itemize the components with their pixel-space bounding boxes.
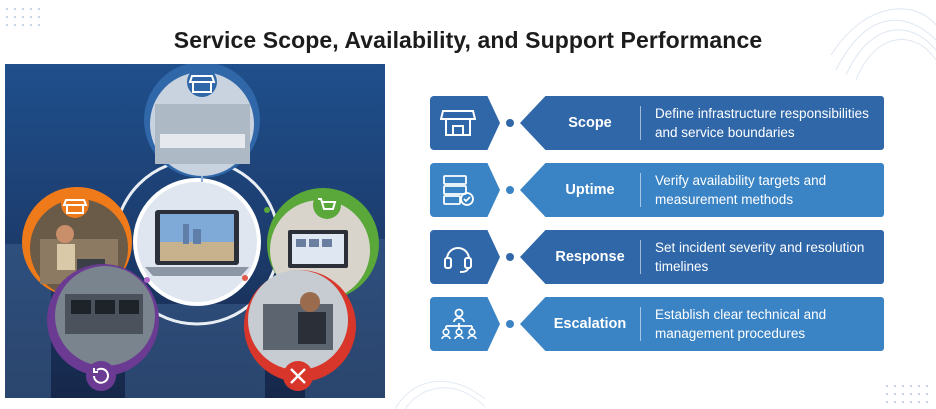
- scope-card: Scope Define infrastructure responsibili…: [520, 96, 884, 150]
- decorative-dots-top-left: [6, 8, 40, 26]
- response-label: Response: [555, 249, 625, 265]
- connector-dot: [506, 186, 514, 194]
- response-icon-tab: [430, 230, 500, 284]
- service-illustration: [5, 64, 385, 398]
- uptime-label: Uptime: [565, 182, 615, 198]
- list-item-response: Response Set incident severity and resol…: [430, 230, 884, 284]
- list-item-scope: Scope Define infrastructure responsibili…: [430, 96, 884, 150]
- server-check-icon: [443, 175, 474, 206]
- decorative-dots-bottom-right: [886, 385, 928, 403]
- segment-bottom-right-repair: [244, 270, 356, 391]
- response-card: Response Set incident severity and resol…: [520, 230, 884, 284]
- shopping-cart-icon: [318, 198, 337, 210]
- escalation-description: Establish clear technical and management…: [655, 307, 827, 341]
- org-chart-icon: [441, 308, 477, 340]
- connector-dot: [506, 253, 514, 261]
- list-item-escalation: Escalation Establish clear technical and…: [430, 297, 884, 351]
- segment-top-store: [144, 64, 260, 178]
- refresh-icon: [93, 367, 109, 384]
- storefront-icon: [62, 199, 88, 214]
- uptime-description: Verify availability targets and measurem…: [655, 173, 827, 207]
- connector-dot: [506, 119, 514, 127]
- escalation-icon-tab: [430, 297, 500, 351]
- card-divider: [640, 106, 641, 140]
- storefront-icon: [188, 75, 216, 93]
- scope-description: Define infrastructure responsibilities a…: [655, 106, 869, 140]
- page-title: Service Scope, Availability, and Support…: [173, 27, 763, 53]
- headset-icon: [444, 247, 472, 273]
- center-laptop: [133, 178, 261, 306]
- uptime-icon-tab: [430, 163, 500, 217]
- list-item-uptime: Uptime Verify availability targets and m…: [430, 163, 884, 217]
- connector-dot: [506, 320, 514, 328]
- decorative-swirl-bottom: [395, 380, 485, 409]
- storefront-icon: [440, 110, 476, 136]
- segment-bottom-left-refresh: [47, 264, 159, 391]
- scope-icon-tab: [430, 96, 500, 150]
- decorative-swirl-top-right: [830, 8, 936, 80]
- card-divider: [640, 240, 641, 274]
- wrench-screwdriver-icon: [290, 368, 306, 384]
- escalation-label: Escalation: [553, 316, 627, 332]
- scope-label: Scope: [568, 115, 612, 131]
- card-divider: [640, 307, 641, 341]
- escalation-card: Escalation Establish clear technical and…: [520, 297, 884, 351]
- uptime-card: Uptime Verify availability targets and m…: [520, 163, 884, 217]
- card-divider: [640, 173, 641, 207]
- response-description: Set incident severity and resolution tim…: [655, 240, 865, 274]
